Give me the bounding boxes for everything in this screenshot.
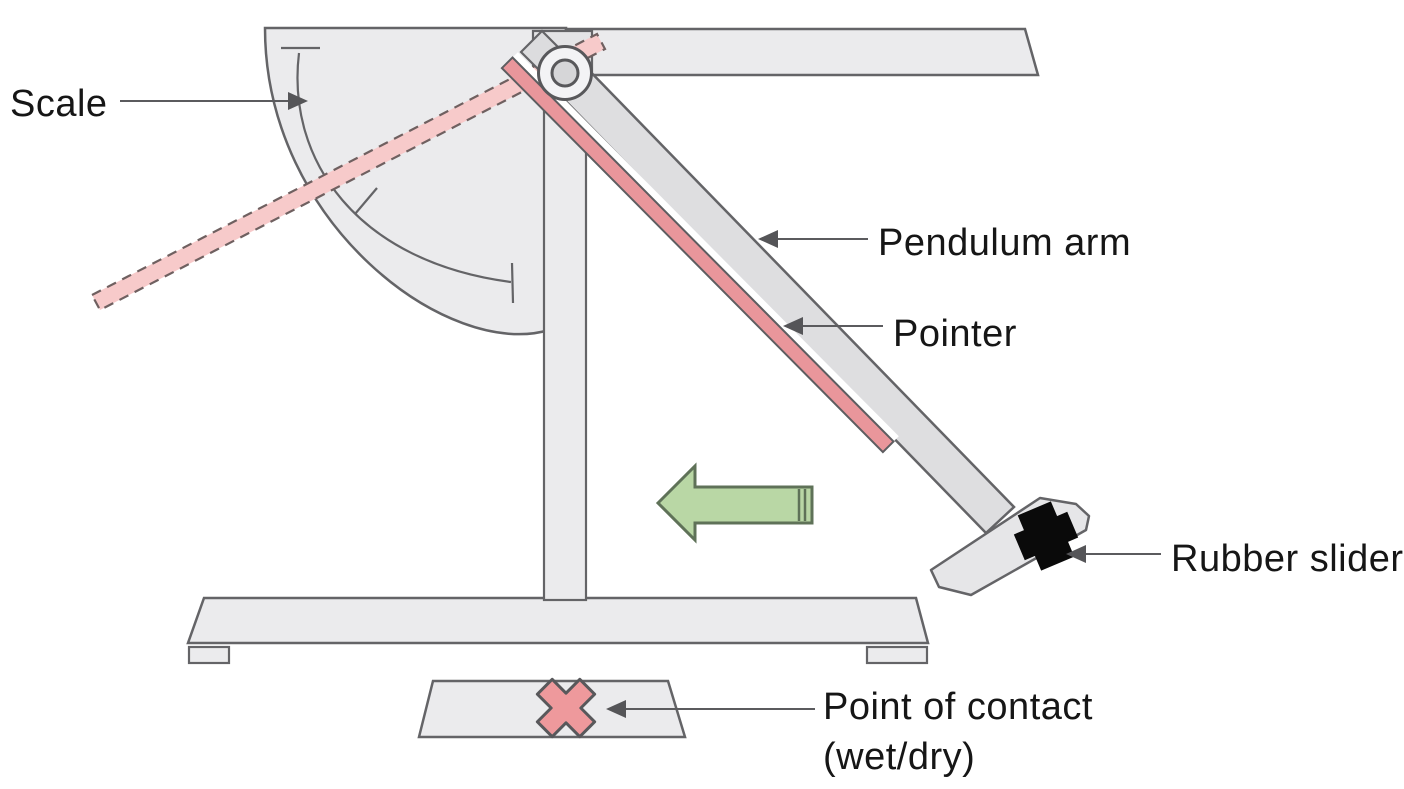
base-slab <box>186 596 930 645</box>
pointer-rest-position-dashed <box>90 32 607 312</box>
scale-arrowhead-icon <box>288 92 308 110</box>
support-column <box>542 94 588 602</box>
label-point-of-contact: Point of contact (wet/dry) <box>823 682 1093 782</box>
pendulum-arm-shape <box>549 58 1016 535</box>
leader-arrowheads <box>288 92 1086 718</box>
pivot-bearing <box>537 45 593 101</box>
label-rubber-slider: Rubber slider <box>1171 538 1404 580</box>
label-pendulum-arm: Pendulum arm <box>878 222 1132 264</box>
leader-lines <box>120 100 1161 710</box>
label-pointer: Pointer <box>893 313 1017 355</box>
pointer-needle <box>500 56 895 454</box>
rubber-slider-arrowhead-icon <box>1066 545 1086 563</box>
base-foot-right <box>865 645 929 665</box>
pendulum-arm-arrowhead-icon <box>758 230 778 248</box>
contact-marker-icon <box>535 677 597 739</box>
base-foot-left <box>187 645 231 665</box>
label-point-of-contact-line1: Point of contact <box>823 686 1093 728</box>
label-point-of-contact-line2: (wet/dry) <box>823 736 976 779</box>
label-scale: Scale <box>10 83 108 125</box>
swing-direction-arrow-icon <box>655 462 814 544</box>
contact-arrowhead-icon <box>606 700 626 718</box>
top-bar <box>565 27 1040 77</box>
scale-arc <box>281 46 515 304</box>
pointer-arrowhead-icon <box>783 317 803 335</box>
